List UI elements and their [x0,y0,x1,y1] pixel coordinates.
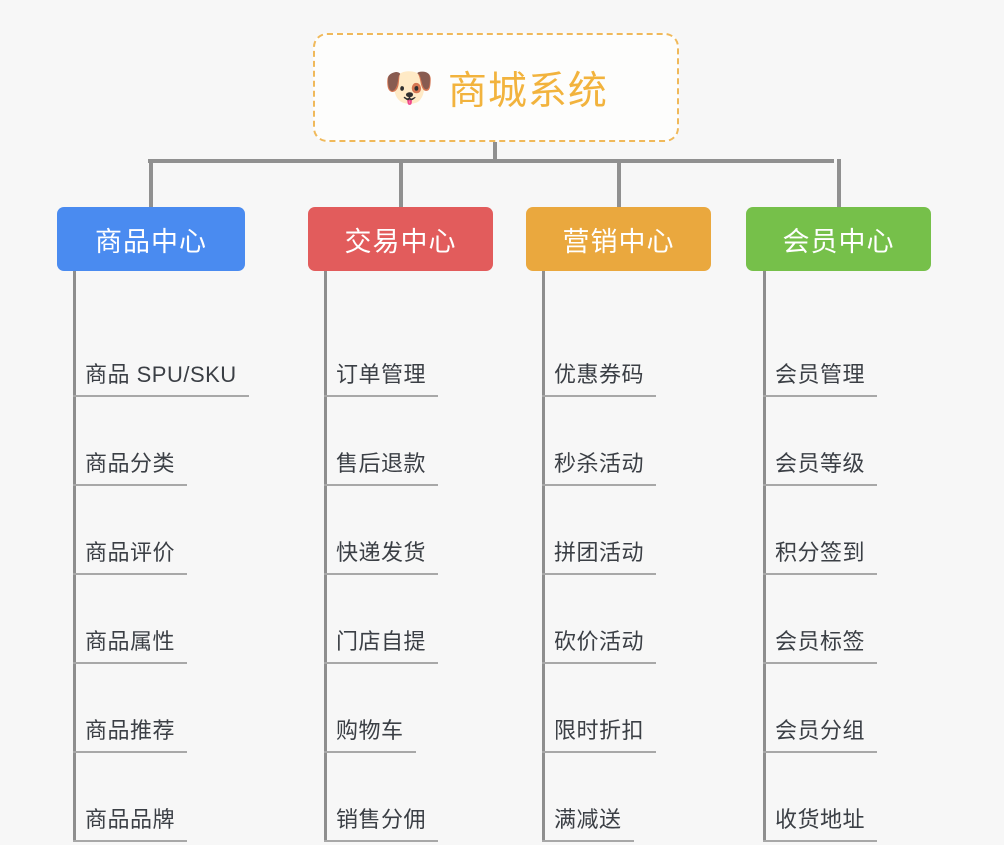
leaf-item-label: 会员等级 [775,450,866,476]
leaf-item-label: 会员分组 [775,717,866,743]
leaf-item-label: 商品 SPU/SKU [85,361,237,387]
leaf-item[interactable]: 订单管理 [324,308,439,397]
leaf-item-label: 限时折扣 [554,717,645,743]
connector-spine-4 [763,271,766,842]
leaf-item-label: 门店自提 [336,628,427,654]
category-card-4[interactable]: 会员中心 [746,207,931,271]
connector-drop-2 [398,159,403,207]
leaf-item[interactable]: 秒杀活动 [542,397,657,486]
dog-face-icon: 🐶 [384,65,434,110]
leaf-item-label: 购物车 [336,717,404,743]
leaf-item[interactable]: 会员等级 [763,397,878,486]
leaf-item-label: 积分签到 [775,539,866,565]
leaf-item[interactable]: 限时折扣 [542,664,657,753]
leaf-item[interactable]: 拼团活动 [542,486,657,575]
connector-horizontal-bus [148,159,834,163]
leaf-item-label: 销售分佣 [336,806,427,832]
root-node-mall-system[interactable]: 🐶 商城系统 [313,33,679,142]
leaf-item[interactable]: 快递发货 [324,486,439,575]
connector-drop-1 [149,159,153,207]
leaf-item-label: 优惠券码 [554,361,645,387]
leaf-item[interactable]: 满减送 [542,753,634,842]
leaf-item[interactable]: 商品属性 [73,575,188,664]
leaf-item[interactable]: 销售分佣 [324,753,439,842]
category-label: 营销中心 [562,226,675,257]
leaf-item[interactable]: 购物车 [324,664,416,753]
leaf-item-label: 会员标签 [775,628,866,654]
leaf-item-label: 售后退款 [336,450,427,476]
category-card-2[interactable]: 交易中心 [308,207,493,271]
category-label: 会员中心 [782,226,895,257]
leaf-item-label: 商品推荐 [85,717,176,743]
leaf-item[interactable]: 会员标签 [763,575,878,664]
category-label: 交易中心 [344,226,457,257]
leaf-item-label: 收货地址 [775,806,866,832]
leaf-item-label: 拼团活动 [554,539,645,565]
leaf-item[interactable]: 商品 SPU/SKU [73,308,249,397]
leaf-item[interactable]: 售后退款 [324,397,439,486]
connector-spine-3 [542,271,545,842]
leaf-item-label: 会员管理 [775,361,866,387]
leaf-item[interactable]: 积分签到 [763,486,878,575]
root-node-title: 商城系统 [447,69,608,113]
leaf-item[interactable]: 收货地址 [763,753,878,842]
leaf-item[interactable]: 门店自提 [324,575,439,664]
connector-spine-1 [73,271,76,842]
category-label: 商品中心 [95,226,207,257]
leaf-item[interactable]: 会员管理 [763,308,878,397]
connector-drop-4 [836,159,841,207]
connector-root-stem [493,142,497,163]
leaf-item-label: 快递发货 [336,539,427,565]
leaf-item[interactable]: 会员分组 [763,664,878,753]
connector-drop-3 [616,159,621,207]
leaf-item[interactable]: 商品分类 [73,397,188,486]
leaf-item-label: 商品评价 [85,539,176,565]
leaf-item-label: 商品品牌 [85,806,176,832]
category-card-1[interactable]: 商品中心 [57,207,245,271]
leaf-item[interactable]: 商品推荐 [73,664,188,753]
category-card-3[interactable]: 营销中心 [526,207,711,271]
connector-spine-2 [324,271,327,842]
leaf-item-label: 商品分类 [85,450,176,476]
leaf-item-label: 秒杀活动 [554,450,645,476]
leaf-item-label: 砍价活动 [554,628,645,654]
leaf-item[interactable]: 商品评价 [73,486,188,575]
leaf-item[interactable]: 商品品牌 [73,753,188,842]
leaf-item-label: 满减送 [554,806,622,832]
leaf-item-label: 商品属性 [85,628,176,654]
leaf-item-label: 订单管理 [336,361,427,387]
leaf-item[interactable]: 优惠券码 [542,308,657,397]
leaf-item[interactable]: 砍价活动 [542,575,657,664]
